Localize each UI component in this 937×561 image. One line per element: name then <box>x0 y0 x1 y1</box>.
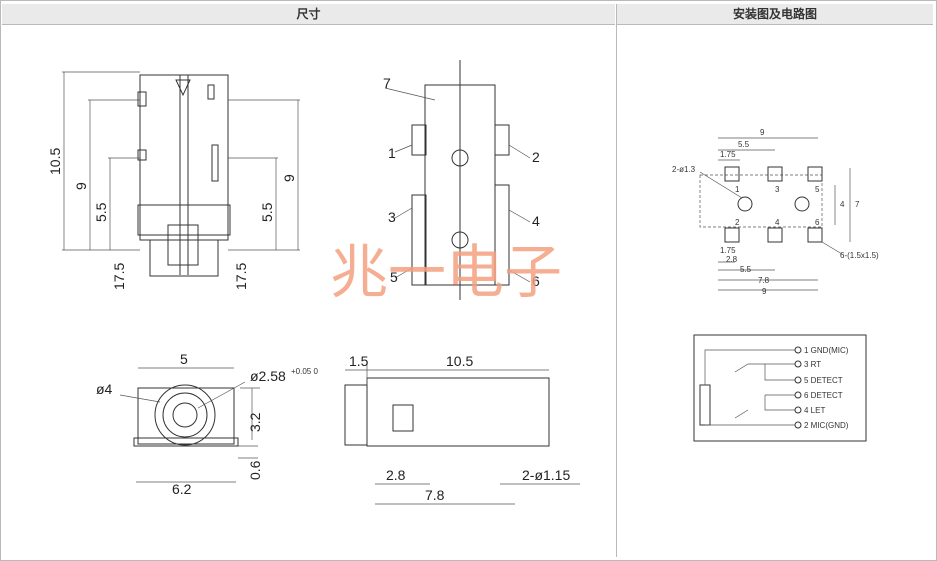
pcb-pad-note: 6-(1.5x1.5) <box>840 251 879 260</box>
dim-end-foot: 0.6 <box>247 460 263 480</box>
circuit-label-2: 2 MIC(GND) <box>804 421 849 430</box>
pcb-b2: 2.8 <box>726 255 738 264</box>
pin-label-4: 4 <box>532 213 540 229</box>
pcb-b3: 5.5 <box>740 265 752 274</box>
pin-label-2: 2 <box>532 149 540 165</box>
dim-front-bottom-right: 17.5 <box>233 263 249 290</box>
pin-view: 7 1 2 3 4 5 6 <box>383 60 540 300</box>
pin-label-1: 1 <box>388 145 396 161</box>
pcb-pad-1: 1 <box>735 185 740 194</box>
header-dimensions: 尺寸 <box>2 4 615 25</box>
circuit-label-4: 4 LET <box>804 406 825 415</box>
pcb-pad-3: 3 <box>775 185 780 194</box>
pcb-b4: 7.8 <box>758 276 770 285</box>
circuit-label-6: 6 DETECT <box>804 391 843 400</box>
side-view: 1.5 10.5 2.8 2-ø1.15 7.8 <box>344 353 580 505</box>
dim-end-hole: ø2.58 <box>250 368 286 384</box>
pcb-h2: 4 <box>840 200 845 209</box>
pin-label-3: 3 <box>388 209 396 225</box>
dim-side-a: 1.5 <box>349 353 369 369</box>
pcb-pad-5: 5 <box>815 185 820 194</box>
pin-label-6: 6 <box>532 273 540 289</box>
circuit-label-5: 5 DETECT <box>804 376 843 385</box>
dim-end-top: 5 <box>180 351 188 367</box>
pcb-h1: 7 <box>855 200 860 209</box>
pcb-w1: 9 <box>760 128 765 137</box>
dim-end-base: 6.2 <box>172 481 192 497</box>
pcb-b5: 9 <box>762 287 767 296</box>
circuit-label-1: 1 GND(MIC) <box>804 346 849 355</box>
circuit-diagram: 1 GND(MIC) 3 RT 5 DETECT 6 DETECT 4 LET … <box>693 334 867 442</box>
watermark: 兆一电子 <box>330 238 562 306</box>
dim-side-len: 10.5 <box>446 353 473 369</box>
dim-side-pin: 2.8 <box>386 467 406 483</box>
dim-front-bottom-left: 17.5 <box>111 263 127 290</box>
dim-front-right-b: 9 <box>281 174 297 182</box>
panel-divider <box>616 4 617 557</box>
circuit-label-3: 3 RT <box>804 360 821 369</box>
dim-end-dia: ø4 <box>96 381 113 397</box>
dim-front-right-a: 5.5 <box>259 202 275 222</box>
pcb-hole: 2-ø1.3 <box>672 165 696 174</box>
end-view: 5 ø4 ø2.58 +0.05 0 3.2 6.2 0.6 <box>96 351 318 497</box>
pcb-pad-6: 6 <box>815 218 820 227</box>
dim-end-height: 3.2 <box>247 412 263 432</box>
dim-side-peg: 2-ø1.15 <box>522 467 570 483</box>
dim-front-b: 5.5 <box>93 202 109 222</box>
pcb-w2: 5.5 <box>738 140 750 149</box>
front-view: 10.5 9 5.5 5.5 9 17.5 17.5 <box>47 71 300 290</box>
dim-front-overall: 10.5 <box>47 148 63 175</box>
pcb-pad-2: 2 <box>735 218 740 227</box>
pin-label-5: 5 <box>390 269 398 285</box>
dim-front-a: 9 <box>73 182 89 190</box>
dim-side-total: 7.8 <box>425 487 445 503</box>
pcb-pad-4: 4 <box>775 218 780 227</box>
header-mounting: 安装图及电路图 <box>617 4 933 25</box>
dim-end-tol: +0.05 0 <box>291 367 318 376</box>
pin-label-7: 7 <box>383 75 391 91</box>
pcb-layout: 9 5.5 1.75 2-ø1.3 7 4 1.75 2.8 5.5 7.8 9… <box>672 128 879 296</box>
pcb-b1: 1.75 <box>720 246 736 255</box>
pcb-w3: 1.75 <box>720 150 736 159</box>
